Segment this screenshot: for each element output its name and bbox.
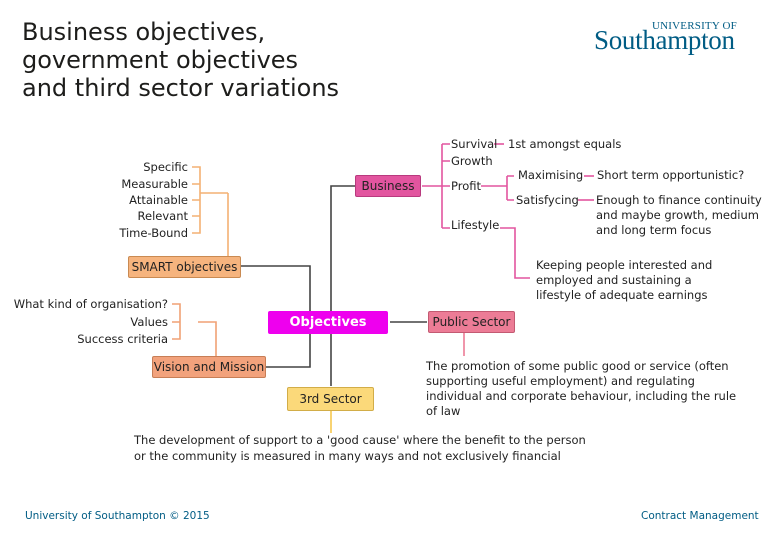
public-sector-label: Public Sector	[432, 315, 511, 329]
third-sector-note-line-2: or the community is measured in many way…	[134, 449, 561, 463]
third-sector-note-line-1: The development of support to a 'good ca…	[134, 433, 586, 447]
business-lifestyle: Lifestyle	[451, 218, 500, 232]
line-business-bracket	[441, 143, 450, 229]
third-sector-label: 3rd Sector	[299, 392, 362, 406]
vision-item-values: Values	[130, 315, 168, 329]
business-maximising: Maximising	[518, 168, 584, 182]
title-line-2: government objectives	[22, 46, 299, 74]
line-central-business	[330, 185, 355, 312]
vision-mission-node: Vision and Mission	[152, 356, 266, 378]
business-label: Business	[361, 179, 415, 193]
smart-item-attainable: Attainable	[129, 193, 188, 207]
business-node: Business	[355, 175, 421, 197]
line-central-smart	[240, 265, 311, 312]
business-satisfycing: Satisfycing	[516, 193, 579, 207]
business-profit: Profit	[451, 179, 481, 193]
central-node-label: Objectives	[289, 315, 367, 330]
business-survival: Survival	[451, 137, 498, 151]
title-line-3: and third sector variations	[22, 74, 340, 102]
line-central-vision	[265, 334, 311, 368]
line-smart-bracket	[192, 166, 228, 234]
title-line-1: Business objectives,	[22, 18, 266, 46]
public-sector-node: Public Sector	[428, 311, 515, 333]
vision-mission-label: Vision and Mission	[153, 360, 265, 374]
vision-item-kind: What kind of organisation?	[13, 297, 168, 311]
line-vision-stem	[198, 321, 217, 356]
business-maximising-note: Short term opportunistic?	[597, 168, 745, 182]
smart-item-relevant: Relevant	[137, 209, 188, 223]
logo-university-of: UNIVERSITY OF	[652, 20, 737, 32]
line-vision-bracket	[172, 303, 181, 340]
business-lifestyle-note: Keeping people interested and employed a…	[536, 258, 713, 302]
business-growth: Growth	[451, 154, 493, 168]
business-satisfycing-note: Enough to finance continuity and maybe g…	[596, 193, 762, 237]
smart-objectives-node: SMART objectives	[128, 256, 241, 278]
business-survival-note: 1st amongst equals	[508, 137, 622, 151]
logo-southampton: Southampton	[594, 25, 735, 55]
public-sector-note: The promotion of some public good or ser…	[426, 359, 737, 418]
footer-course-name: Contract Management	[641, 510, 759, 522]
third-sector-node: 3rd Sector	[287, 387, 374, 411]
page-title: Business objectives, government objectiv…	[22, 18, 382, 102]
central-node-objectives: Objectives	[268, 311, 388, 334]
footer-copyright: University of Southampton © 2015	[25, 510, 210, 522]
smart-item-specific: Specific	[143, 160, 188, 174]
smart-item-measurable: Measurable	[121, 177, 188, 191]
smart-objectives-label: SMART objectives	[131, 260, 238, 274]
smart-item-time-bound: Time-Bound	[119, 226, 188, 240]
line-lifestyle-note	[500, 227, 530, 279]
line-profit-bracket	[481, 175, 514, 201]
vision-item-success-criteria: Success criteria	[77, 332, 168, 346]
